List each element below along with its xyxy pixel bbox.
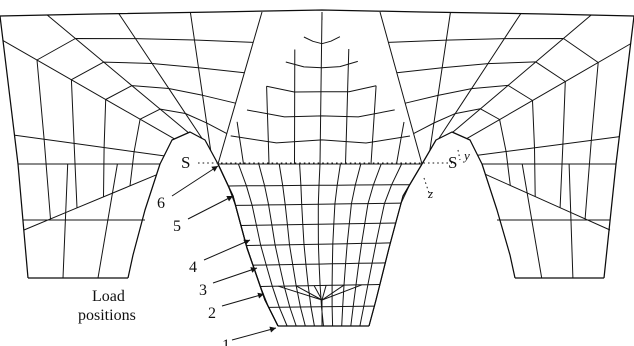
left-tooth-column xyxy=(97,163,118,279)
left-wing-radial xyxy=(14,134,165,157)
arrow-load-4 xyxy=(203,239,251,261)
arrow-load-4-head xyxy=(243,239,250,246)
right-tooth-column xyxy=(521,163,543,279)
right-wing-radial xyxy=(429,12,451,151)
mesh-fan-line xyxy=(313,285,323,301)
right-wing-radial xyxy=(438,13,522,139)
right-wing-radial xyxy=(485,173,611,231)
load-position-4: 4 xyxy=(189,259,197,276)
section-label-right: S xyxy=(448,153,457,172)
right-wing-ring xyxy=(405,84,536,197)
mesh-tooth-column xyxy=(350,163,382,327)
mesh-body-row xyxy=(266,85,377,93)
axis-label-z: z xyxy=(427,186,433,201)
right-wing-ring xyxy=(396,61,566,208)
load-position-1: 1 xyxy=(222,337,230,346)
left-wing-radial xyxy=(46,14,189,134)
mesh-tooth-row xyxy=(260,284,380,287)
mesh-body-row xyxy=(230,135,411,144)
caption-line-2: positions xyxy=(78,307,136,324)
left-wing-ring xyxy=(129,108,228,186)
mesh-body-row xyxy=(246,109,395,118)
right-wing-radial xyxy=(466,43,632,140)
mesh-tooth-row xyxy=(246,242,391,246)
arrow-load-2 xyxy=(221,293,265,307)
mesh-tooth-row xyxy=(240,222,396,226)
center-left-flank-2 xyxy=(217,163,279,327)
load-position-6: 6 xyxy=(157,195,165,212)
arrow-load-1 xyxy=(231,327,277,341)
left-tooth-outer-edge xyxy=(0,15,29,279)
finite-element-mesh xyxy=(2,11,632,327)
critical-section-line xyxy=(198,149,461,197)
tooth-outline xyxy=(0,9,634,327)
left-wing-ring xyxy=(70,61,245,208)
axis-label-y: y xyxy=(462,148,470,163)
arrow-load-6-head xyxy=(211,166,218,172)
left-fillet xyxy=(127,131,219,279)
z-axis-tick xyxy=(423,177,431,197)
right-wing-radial xyxy=(379,11,423,165)
right-tooth-outer-edge xyxy=(603,15,634,279)
mesh-body-column xyxy=(319,11,323,165)
right-tooth-column xyxy=(568,163,574,279)
mesh-tooth-row xyxy=(235,202,402,206)
mesh-tooth-column xyxy=(317,163,324,327)
left-wing-radial xyxy=(2,39,175,140)
mesh-body-row xyxy=(285,60,358,69)
y-axis-tick xyxy=(457,149,461,161)
mesh-fan-line xyxy=(321,285,327,301)
load-position-3: 3 xyxy=(199,282,207,299)
section-label-left: S xyxy=(181,153,190,172)
mesh-body-column xyxy=(345,48,350,165)
mesh-tooth-row xyxy=(228,184,410,187)
mesh-tooth-column xyxy=(341,163,362,327)
mesh-fan-line xyxy=(321,284,345,301)
center-right-flank xyxy=(368,163,423,327)
mesh-fan-line xyxy=(295,285,323,301)
left-wing-radial xyxy=(118,13,203,139)
mesh-body-column xyxy=(370,85,377,165)
arrow-load-1-head xyxy=(269,326,276,333)
mesh-fan-line xyxy=(321,284,363,301)
mesh-body-column xyxy=(396,121,405,165)
right-wing-ring xyxy=(388,38,599,219)
right-wing-ring xyxy=(413,108,511,186)
mesh-tooth-column xyxy=(331,163,341,327)
top-border xyxy=(0,9,634,17)
arrow-load-5 xyxy=(187,195,234,220)
left-wing-radial xyxy=(217,11,263,165)
arrow-load-5-head xyxy=(226,196,233,202)
mesh-tooth-column xyxy=(368,163,423,327)
right-wing-radial xyxy=(452,14,592,133)
right-wing-radial xyxy=(477,136,620,156)
arrow-load-3-head xyxy=(250,267,257,273)
load-position-5: 5 xyxy=(173,218,181,235)
left-wing-radial xyxy=(189,12,212,151)
mesh-tooth-column xyxy=(359,163,403,327)
arrow-load-3 xyxy=(212,267,258,284)
load-position-arrows xyxy=(171,165,277,341)
left-wing-ring xyxy=(36,38,254,220)
mesh-body-column xyxy=(236,121,244,165)
right-fillet xyxy=(421,131,516,279)
left-wing-ring xyxy=(103,85,236,197)
mesh-fan-line xyxy=(278,285,323,301)
left-wing-radial xyxy=(23,174,157,231)
arrow-load-6 xyxy=(171,165,219,197)
load-position-2: 2 xyxy=(208,305,216,322)
caption-line-1: Load xyxy=(92,288,125,305)
left-tooth-column xyxy=(62,163,69,279)
arrow-load-2-head xyxy=(257,292,264,299)
mesh-tooth-row xyxy=(252,262,386,266)
mesh-body-column xyxy=(266,86,270,165)
